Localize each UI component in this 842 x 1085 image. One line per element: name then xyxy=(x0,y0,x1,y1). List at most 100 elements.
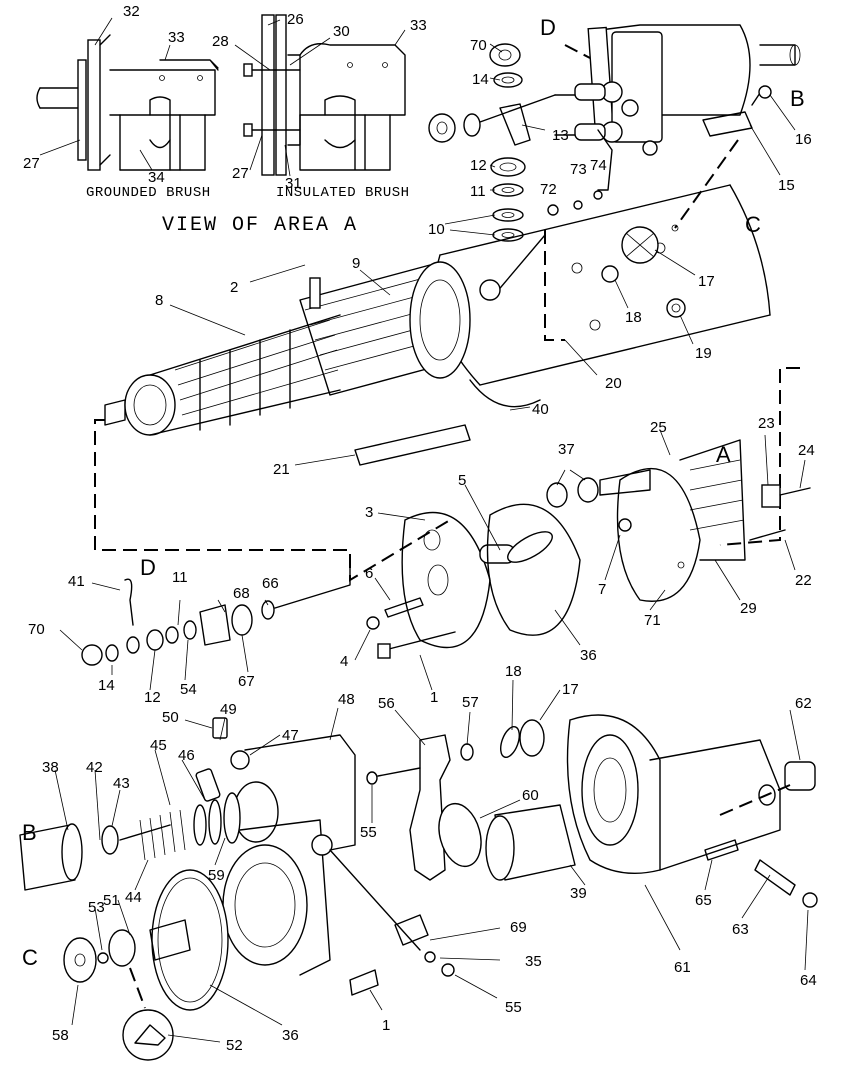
part-label: 36 xyxy=(580,647,597,664)
part-label: 4 xyxy=(340,653,348,670)
part-label: 25 xyxy=(650,419,667,436)
part-label: 54 xyxy=(180,681,197,698)
part-label: 40 xyxy=(532,401,549,418)
part-label: 53 xyxy=(88,899,105,916)
part-label: 6 xyxy=(365,565,373,582)
part-label: 67 xyxy=(238,673,255,690)
part-label: 39 xyxy=(570,885,587,902)
part-label: 65 xyxy=(695,892,712,909)
lower-o-ring-and-washers xyxy=(63,869,229,1061)
insulated-brush-view xyxy=(243,14,406,176)
part-label: 58 xyxy=(52,1027,69,1044)
part-label: 59 xyxy=(208,867,225,884)
area-letter-c-top: C xyxy=(745,212,761,237)
part-label: 20 xyxy=(605,375,622,392)
part-label: 18 xyxy=(625,309,642,326)
pinion-drive xyxy=(19,792,241,891)
grounded-brush-caption: GROUNDED BRUSH xyxy=(86,185,211,201)
part-label: 11 xyxy=(470,183,486,200)
part-label: 29 xyxy=(740,600,757,617)
part-label: 70 xyxy=(28,621,45,638)
part-label: 49 xyxy=(220,701,237,718)
solenoid-assembly xyxy=(554,24,801,156)
leader-lines xyxy=(39,17,809,1043)
part-label: 72 xyxy=(540,181,557,198)
area-letter-b-left: B xyxy=(22,820,37,845)
part-label: 30 xyxy=(333,23,350,40)
part-label: 5 xyxy=(458,472,466,489)
part-label: 61 xyxy=(674,959,691,976)
nose-housing xyxy=(566,714,818,908)
grounded-brush-view xyxy=(36,34,219,171)
end-cover xyxy=(401,439,811,649)
part-label: 35 xyxy=(525,953,542,970)
part-label: 23 xyxy=(758,415,775,432)
part-label: 32 xyxy=(123,3,140,20)
part-label: 66 xyxy=(262,575,279,592)
part-label: 41 xyxy=(68,573,85,590)
through-bolt-1 xyxy=(377,631,456,659)
part-label: 34 xyxy=(148,169,165,186)
part-label: 55 xyxy=(360,824,377,841)
part-label: 42 xyxy=(86,759,103,776)
part-label: 63 xyxy=(732,921,749,938)
part-label: 22 xyxy=(795,572,812,589)
part-label: 24 xyxy=(798,442,815,459)
o-ring-36-top xyxy=(507,531,553,563)
part-label: 17 xyxy=(698,273,715,290)
part-label: 50 xyxy=(162,709,179,726)
view-of-area-title: VIEW OF AREA A xyxy=(162,214,358,237)
part-label: 19 xyxy=(695,345,712,362)
drive-housing xyxy=(222,734,455,996)
part-label: 3 xyxy=(365,504,373,521)
part-label: 8 xyxy=(155,292,163,309)
part-label: 64 xyxy=(800,972,817,989)
part-label: 17 xyxy=(562,681,579,698)
part-label: 13 xyxy=(552,127,569,144)
armature-assembly xyxy=(104,261,471,436)
terminal-hardware xyxy=(428,43,613,301)
part-label: 45 xyxy=(150,737,167,754)
area-letter-c-left: C xyxy=(22,945,38,970)
part-label: 74 xyxy=(590,157,607,174)
part-label: 46 xyxy=(178,747,195,764)
part-label: 62 xyxy=(795,695,812,712)
assembly-line-left xyxy=(94,419,451,582)
area-letter-d-left: D xyxy=(140,555,156,580)
part-label: 38 xyxy=(42,759,59,776)
pole-shoe xyxy=(354,424,471,466)
insulated-brush-caption: INSULATED BRUSH xyxy=(276,185,410,201)
part-label: 16 xyxy=(795,131,812,148)
part-label: 33 xyxy=(410,17,427,34)
part-label: 73 xyxy=(570,161,587,178)
part-label: 68 xyxy=(233,585,250,602)
part-label: 47 xyxy=(282,727,299,744)
part-label: 28 xyxy=(212,33,229,50)
part-label: 12 xyxy=(470,157,487,174)
part-label: 37 xyxy=(558,441,575,458)
part-label: 12 xyxy=(144,689,161,706)
shift-lever-parts xyxy=(366,719,576,881)
part-label: 69 xyxy=(510,919,527,936)
area-letter-d-top: D xyxy=(540,15,556,40)
part-label: 9 xyxy=(352,255,360,272)
part-labels: 32 33 27 34 26 28 30 33 27 31 70 14 13 1… xyxy=(23,3,817,1054)
part-label: 31 xyxy=(285,175,302,192)
part-label: 70 xyxy=(470,37,487,54)
area-letter-a: A xyxy=(716,442,731,467)
part-label: 1 xyxy=(382,1017,390,1034)
part-label: 10 xyxy=(428,221,445,238)
assembly-line-right xyxy=(719,367,800,546)
part-label: 11 xyxy=(172,569,188,586)
part-label: 21 xyxy=(273,461,290,478)
part-label: 43 xyxy=(113,775,130,792)
part-label: 15 xyxy=(778,177,795,194)
part-label: 48 xyxy=(338,691,355,708)
part-label: 7 xyxy=(598,581,606,598)
part-label: 56 xyxy=(378,695,395,712)
field-frame-housing xyxy=(434,139,771,408)
part-label: 44 xyxy=(125,889,142,906)
part-label: 33 xyxy=(168,29,185,46)
part-label: 2 xyxy=(230,279,238,296)
